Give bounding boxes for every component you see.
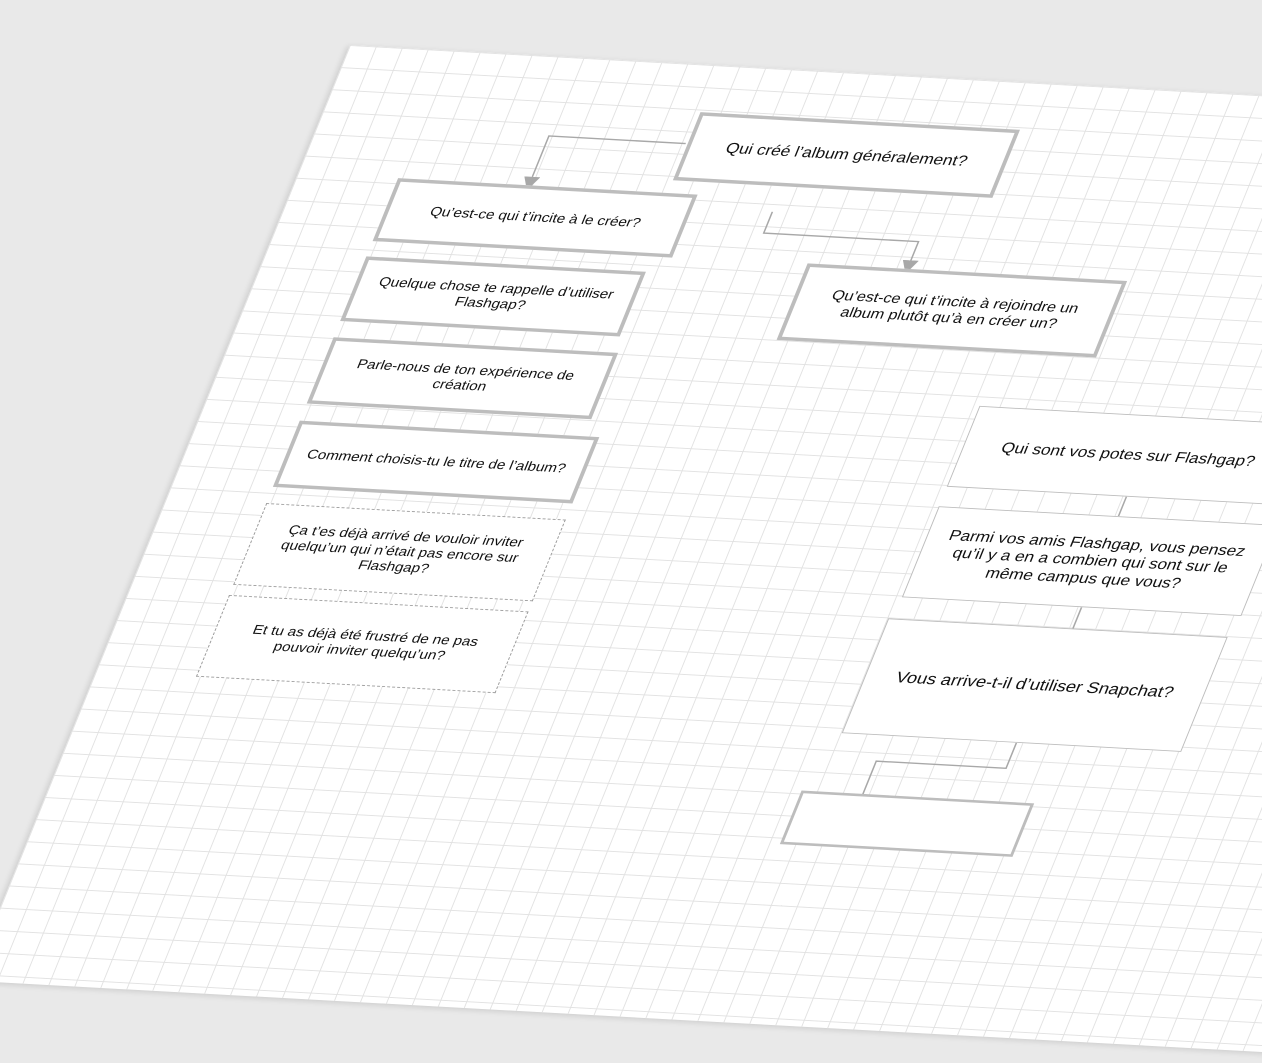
node-friends-label: Qui sont vos potes sur Flashgap? [998,439,1258,470]
node-campus[interactable]: Parmi vos amis Flashgap, vous pensez qu’… [901,506,1262,617]
node-invite-nonuser[interactable]: Ça t’es déjà arrivé de vouloir inviter q… [233,503,566,602]
connector-root-to-create [524,135,686,191]
connector-campus-to-snapchat [1072,607,1083,629]
node-reminder-label: Quelque chose te rappelle d’utiliser Fla… [376,274,617,313]
node-title-label: Comment choisis-tu le titre de l’album? [304,447,569,476]
node-invite-nonuser-label: Ça t’es déjà arrivé de vouloir inviter q… [278,522,526,577]
node-campus-label: Parmi vos amis Flashgap, vous pensez qu’… [946,526,1249,592]
node-snapchat-label: Vous arrive-t-il d’utiliser Snapchat? [893,668,1177,701]
node-snapchat[interactable]: Vous arrive-t-il d’utiliser Snapchat? [841,618,1228,752]
connector-snapchat-down [861,742,1018,796]
node-frustrated[interactable]: Et tu as déjà été frustré de ne pas pouv… [195,594,529,694]
connector-friends-to-campus [1117,496,1128,517]
node-create-incentive-label: Qu’est-ce qui t’incite à le créer? [427,204,644,231]
diagram-canvas: Qui créé l’album généralement? Qu’est-ce… [0,45,1262,1063]
node-join-incentive-label: Qu’est-ce qui t’incite à rejoindre un al… [829,288,1082,332]
connector-root-to-join [762,211,920,274]
node-frustrated-label: Et tu as déjà été frustré de ne pas pouv… [250,622,481,664]
node-experience-label: Parle-nous de ton expérience de création [354,356,577,395]
node-root-label: Qui créé l’album généralement? [723,139,971,170]
partial-box-bottom [779,790,1035,857]
